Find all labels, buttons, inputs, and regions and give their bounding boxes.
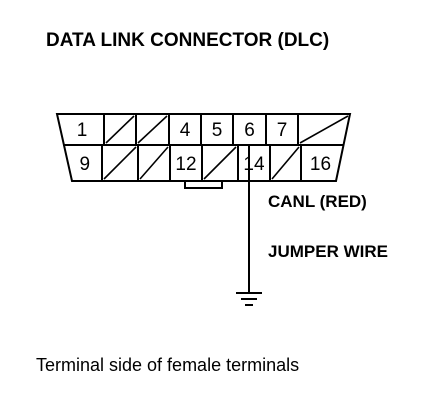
unused-pin-15	[271, 146, 300, 180]
unused-pin-8	[299, 115, 349, 144]
pin-5-label: 5	[212, 120, 223, 141]
pin-6-label: 6	[244, 120, 255, 141]
connector-outline	[55, 113, 352, 182]
unused-pin-10	[103, 146, 137, 180]
diagram-caption: Terminal side of female terminals	[36, 355, 300, 375]
pin-7-label: 7	[277, 120, 288, 141]
unused-pin-11	[139, 146, 169, 180]
pin-4-label: 4	[180, 120, 191, 141]
unused-pin-3	[137, 115, 168, 144]
unused-pin-2	[105, 115, 135, 144]
pin-1-label: 1	[77, 120, 88, 141]
pin-12-label: 12	[175, 154, 196, 175]
jumper-wire-label: JUMPER WIRE	[268, 242, 388, 261]
ground-icon	[236, 292, 262, 306]
diagram-title: DATA LINK CONNECTOR (DLC)	[46, 30, 330, 51]
unused-pin-13	[203, 146, 237, 180]
pin-14-label: 14	[243, 154, 265, 175]
connector-latch-tab	[184, 180, 223, 189]
pin-16-label: 16	[310, 154, 331, 175]
wire-color-label: CANL (RED)	[268, 192, 367, 211]
pin-9-label: 9	[79, 154, 90, 175]
